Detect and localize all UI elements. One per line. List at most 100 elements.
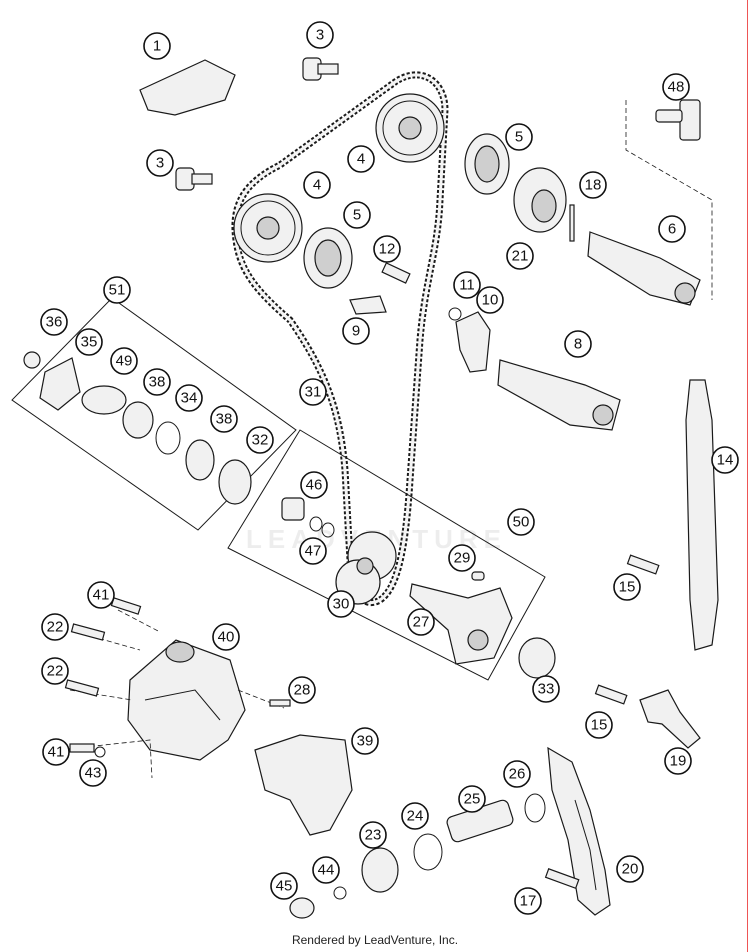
callout-31: 31 — [299, 378, 327, 406]
callout-33: 33 — [532, 675, 560, 703]
svg-text:36: 36 — [46, 314, 63, 331]
bolt-15b — [594, 684, 628, 705]
decompressor-weight — [455, 311, 491, 373]
exhaust-camshaft — [587, 231, 701, 306]
tensioner-assembly — [289, 793, 546, 919]
callout-30: 30 — [327, 590, 355, 618]
page-edge-line — [747, 0, 748, 952]
svg-text:34: 34 — [181, 390, 198, 407]
svg-text:27: 27 — [413, 614, 430, 631]
svg-text:5: 5 — [353, 207, 361, 224]
callout-35: 35 — [75, 328, 103, 356]
svg-text:12: 12 — [379, 241, 396, 258]
callout-17: 17 — [514, 887, 542, 915]
callout-40: 40 — [212, 623, 240, 651]
needle-bearing — [518, 637, 556, 679]
svg-text:40: 40 — [218, 629, 235, 646]
svg-text:25: 25 — [464, 791, 481, 808]
water-pump-cover — [127, 639, 246, 761]
screw-12 — [381, 262, 411, 284]
svg-text:11: 11 — [459, 277, 475, 294]
svg-text:50: 50 — [513, 514, 530, 531]
svg-text:38: 38 — [149, 374, 166, 391]
bearing-left — [303, 227, 353, 289]
chain-tensioner-rail — [547, 746, 611, 916]
callout-36: 36 — [40, 308, 68, 336]
callout-26: 26 — [503, 760, 531, 788]
svg-text:38: 38 — [216, 411, 233, 428]
svg-text:51: 51 — [109, 282, 126, 299]
callout-8: 8 — [564, 330, 592, 358]
bolt-41b — [69, 743, 95, 753]
callout-46: 46 — [300, 471, 328, 499]
svg-text:29: 29 — [454, 550, 471, 567]
bolt-15a — [626, 554, 660, 575]
svg-text:46: 46 — [306, 477, 323, 494]
callout-21: 21 — [506, 242, 534, 270]
callout-23: 23 — [359, 821, 387, 849]
svg-text:22: 22 — [47, 619, 64, 636]
svg-text:14: 14 — [717, 452, 734, 469]
svg-text:10: 10 — [482, 292, 499, 309]
callout-38: 38 — [210, 405, 238, 433]
svg-text:24: 24 — [407, 808, 424, 825]
callout-22: 22 — [41, 613, 69, 641]
retaining-plate — [349, 295, 387, 315]
svg-text:15: 15 — [591, 717, 608, 734]
svg-text:33: 33 — [538, 681, 555, 698]
callout-9: 9 — [342, 317, 370, 345]
bolt-22a — [70, 623, 106, 641]
callout-27: 27 — [407, 608, 435, 636]
callout-39: 39 — [351, 727, 379, 755]
svg-text:21: 21 — [512, 248, 529, 265]
plug-28 — [269, 699, 291, 707]
svg-text:39: 39 — [357, 733, 374, 750]
svg-text:26: 26 — [509, 766, 526, 783]
callout-22: 22 — [41, 657, 69, 685]
svg-text:20: 20 — [622, 861, 639, 878]
svg-text:23: 23 — [365, 827, 382, 844]
svg-text:17: 17 — [520, 893, 537, 910]
callout-45: 45 — [270, 872, 298, 900]
camshaft-sprocket-left — [233, 193, 303, 263]
callout-34: 34 — [175, 384, 203, 412]
bolt-41a — [110, 597, 142, 615]
callout-51: 51 — [103, 276, 131, 304]
callout-5: 5 — [343, 201, 371, 229]
callout-43: 43 — [79, 759, 107, 787]
footer-credit: Rendered by LeadVenture, Inc. — [291, 933, 459, 947]
svg-text:31: 31 — [305, 384, 322, 401]
callout-12: 12 — [373, 235, 401, 263]
svg-text:41: 41 — [48, 744, 65, 761]
callout-41: 41 — [42, 738, 70, 766]
callout-18: 18 — [579, 171, 607, 199]
svg-text:43: 43 — [85, 765, 102, 782]
svg-text:4: 4 — [357, 151, 365, 168]
callout-5: 5 — [505, 123, 533, 151]
callout-32: 32 — [246, 426, 274, 454]
callout-3: 3 — [146, 149, 174, 177]
chain-guide-clip — [139, 59, 236, 116]
svg-text:18: 18 — [585, 177, 602, 194]
svg-text:9: 9 — [352, 323, 360, 340]
callout-11: 11 — [453, 271, 481, 299]
callout-1: 1 — [143, 32, 171, 60]
callout-28: 28 — [288, 676, 316, 704]
callout-38: 38 — [143, 368, 171, 396]
svg-text:15: 15 — [619, 579, 636, 596]
svg-text:30: 30 — [333, 596, 350, 613]
callout-20: 20 — [616, 855, 644, 883]
callout-24: 24 — [401, 802, 429, 830]
callout-6: 6 — [658, 215, 686, 243]
svg-text:8: 8 — [574, 336, 582, 353]
spring — [448, 307, 462, 321]
callout-44: 44 — [312, 856, 340, 884]
crankshaft-group-outline — [227, 429, 546, 681]
svg-text:47: 47 — [305, 543, 322, 560]
bolt-upper — [302, 57, 339, 81]
leader-lines — [57, 609, 285, 779]
svg-text:28: 28 — [294, 682, 311, 699]
callout-19: 19 — [664, 747, 692, 775]
intake-camshaft — [497, 359, 621, 431]
svg-text:32: 32 — [252, 432, 269, 449]
